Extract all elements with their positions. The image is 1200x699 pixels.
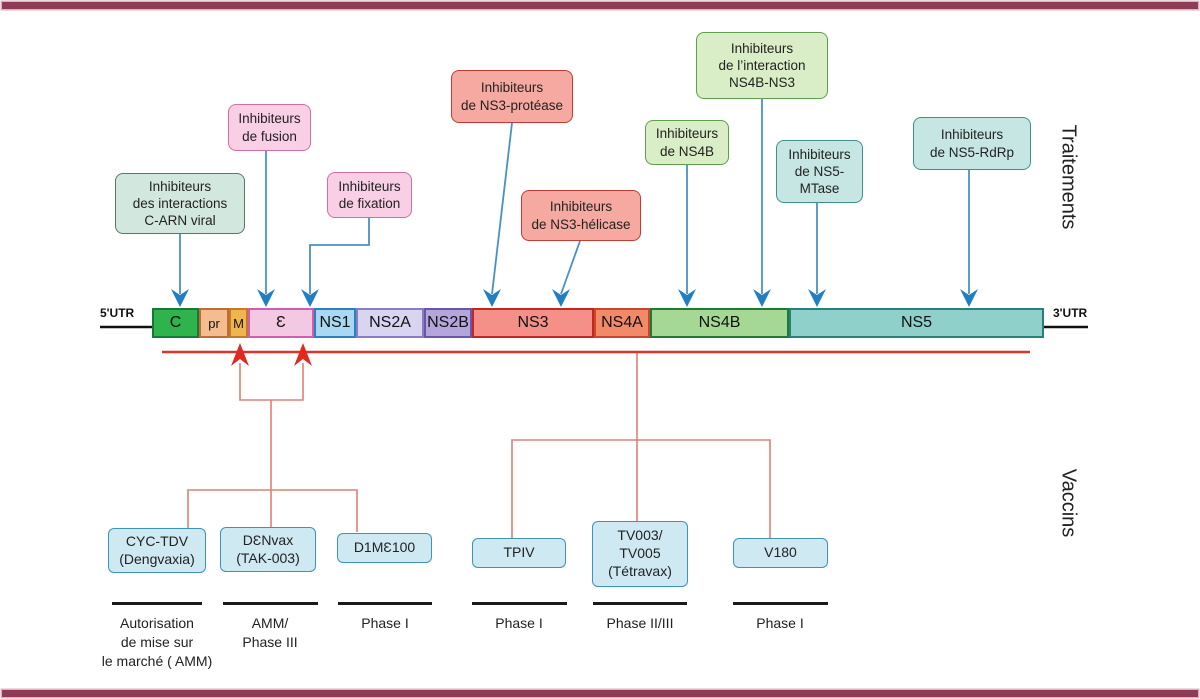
side-label-traitements: Traitements	[1057, 124, 1080, 230]
segment-NS2A: NS2A	[356, 308, 424, 338]
segment-NS2B: NS2B	[424, 308, 472, 338]
segment-NS4B: NS4B	[650, 308, 789, 338]
phase-bar-2	[223, 602, 318, 605]
phase-label-amm-phase3: AMM/ Phase III	[242, 615, 298, 650]
segment-NS5: NS5	[789, 308, 1044, 338]
arrowhead-ns5-rdrp-icon	[960, 289, 978, 307]
side-label-vaccins: Vaccins	[1057, 468, 1080, 538]
vaccine-box-v180: V180	[733, 538, 828, 568]
phase-bar-6	[733, 602, 828, 605]
arrowhead-c-arn-icon	[171, 289, 189, 307]
utr5-label: 5'UTR	[100, 306, 135, 320]
phase-label-phase1-a: Phase I	[361, 615, 409, 631]
arrow-line-ns3-protease	[491, 122, 513, 295]
red-arrowhead-e-icon	[294, 343, 312, 366]
treatment-box-c-arn: Inhibiteurs des interactions C-ARN viral	[115, 173, 245, 234]
segment-pr: pr	[199, 308, 229, 338]
arrowhead-fixation-icon	[301, 289, 319, 307]
vaccine-connectors	[187, 353, 771, 538]
treatment-box-ns5-rdrp: Inhibiteurs de NS5-RdRp	[913, 117, 1031, 170]
phase-bar-3	[338, 602, 432, 605]
arrowhead-ns3-protease-icon	[483, 289, 501, 307]
segment-E: Ɛ	[248, 308, 314, 338]
phase-bar-1	[112, 602, 202, 605]
treatment-box-ns5-mtase: Inhibiteurs de NS5- MTase	[776, 140, 863, 203]
arrow-line-fixation	[309, 218, 370, 294]
phase-label-phase23: Phase II/III	[606, 615, 674, 631]
red-up-arrows	[231, 343, 312, 366]
treatment-box-fusion: Inhibiteurs de fusion	[228, 104, 311, 151]
treatment-box-fixation: Inhibiteurs de fixation	[327, 172, 412, 218]
vaccine-box-denvax: DƐNvax (TAK-003)	[220, 527, 316, 572]
phase-bar-4	[472, 602, 567, 605]
vaccine-box-d1me100: D1MƐ100	[337, 533, 432, 563]
treatment-box-ns4b: Inhibiteurs de NS4B	[645, 120, 729, 165]
left-spread	[187, 489, 358, 532]
treatment-box-ns3-helicase: Inhibiteurs de NS3-hélicase	[521, 190, 641, 241]
bottom-frame-bar	[2, 690, 1198, 697]
segment-NS3: NS3	[472, 308, 594, 338]
arrowhead-ns4b-ns3-icon	[753, 289, 771, 307]
utr3-label: 3'UTR	[1053, 306, 1088, 320]
treatment-box-ns4b-ns3: Inhibiteurs de l’interaction NS4B-NS3	[696, 32, 828, 99]
arrowhead-ns3-helicase-icon	[552, 289, 570, 307]
treatment-box-ns3-protease: Inhibiteurs de NS3-protéase	[451, 70, 573, 123]
left-bracket	[239, 363, 304, 401]
blue-arrowheads	[171, 289, 978, 307]
arrowhead-ns4b-icon	[678, 289, 696, 307]
vaccine-box-cyc-tdv: CYC-TDV (Dengvaxia)	[108, 528, 206, 573]
segment-NS1: NS1	[314, 308, 356, 338]
right-spread	[511, 439, 771, 538]
vaccine-box-tpiv: TPIV	[472, 538, 566, 568]
arrowhead-ns5-mtase-icon	[808, 289, 826, 307]
arrowhead-fusion-icon	[257, 289, 275, 307]
phase-bar-5	[593, 602, 687, 605]
red-arrowhead-m-icon	[231, 343, 249, 366]
blue-arrow-lines	[179, 99, 970, 295]
phase-label-amm-full: Autorisation de mise sur le marché ( AMM…	[101, 615, 213, 669]
segment-M: M	[229, 308, 248, 338]
segment-NS4A: NS4A	[594, 308, 650, 338]
genome-bar: C pr M Ɛ NS1 NS2A NS2B NS3 NS4A NS4B NS5	[152, 308, 1044, 338]
phase-label-phase1-b: Phase I	[495, 615, 543, 631]
arrow-line-ns3-helicase	[560, 240, 581, 295]
top-frame-bar	[2, 2, 1198, 9]
phase-label-phase1-c: Phase I	[756, 615, 804, 631]
vaccine-box-tv003: TV003/ TV005 (Tétravax)	[592, 521, 688, 587]
segment-C: C	[152, 308, 199, 338]
